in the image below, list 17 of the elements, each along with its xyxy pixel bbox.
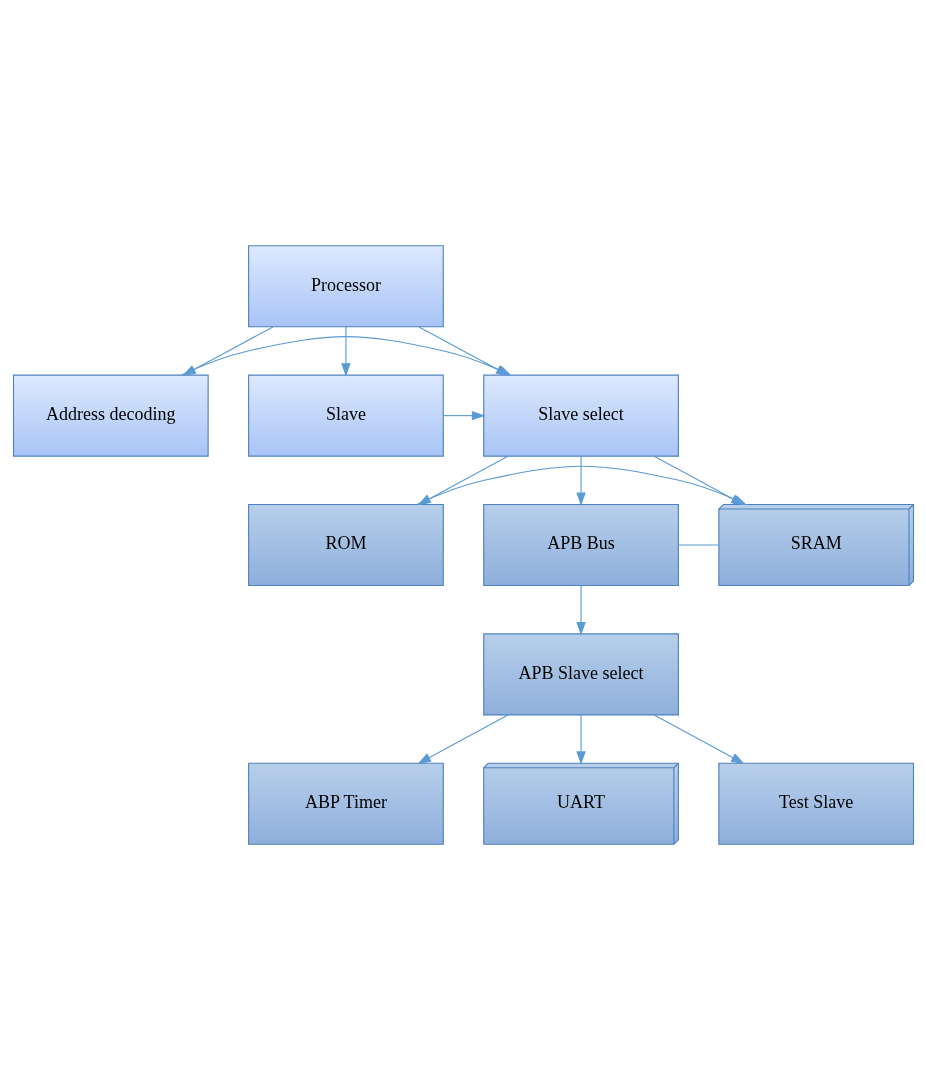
arrow [575, 585, 586, 636]
node-box: ABP Timer [247, 762, 444, 845]
node-box: APB Slave select [482, 633, 679, 716]
node-box: Address decoding [12, 374, 209, 457]
arrow [442, 410, 485, 421]
arrow [575, 455, 586, 507]
node-box: Test Slave [717, 762, 914, 845]
arrow [340, 326, 351, 377]
arrow [575, 714, 586, 765]
node-box: APB Bus [482, 503, 679, 587]
arrow [653, 714, 745, 764]
node-box: ROM [247, 503, 444, 587]
arrow [417, 714, 509, 764]
node-box: Slave [247, 374, 444, 457]
node-box: Slave select [482, 374, 679, 457]
node-box: Processor [247, 245, 444, 328]
connector [677, 544, 719, 546]
